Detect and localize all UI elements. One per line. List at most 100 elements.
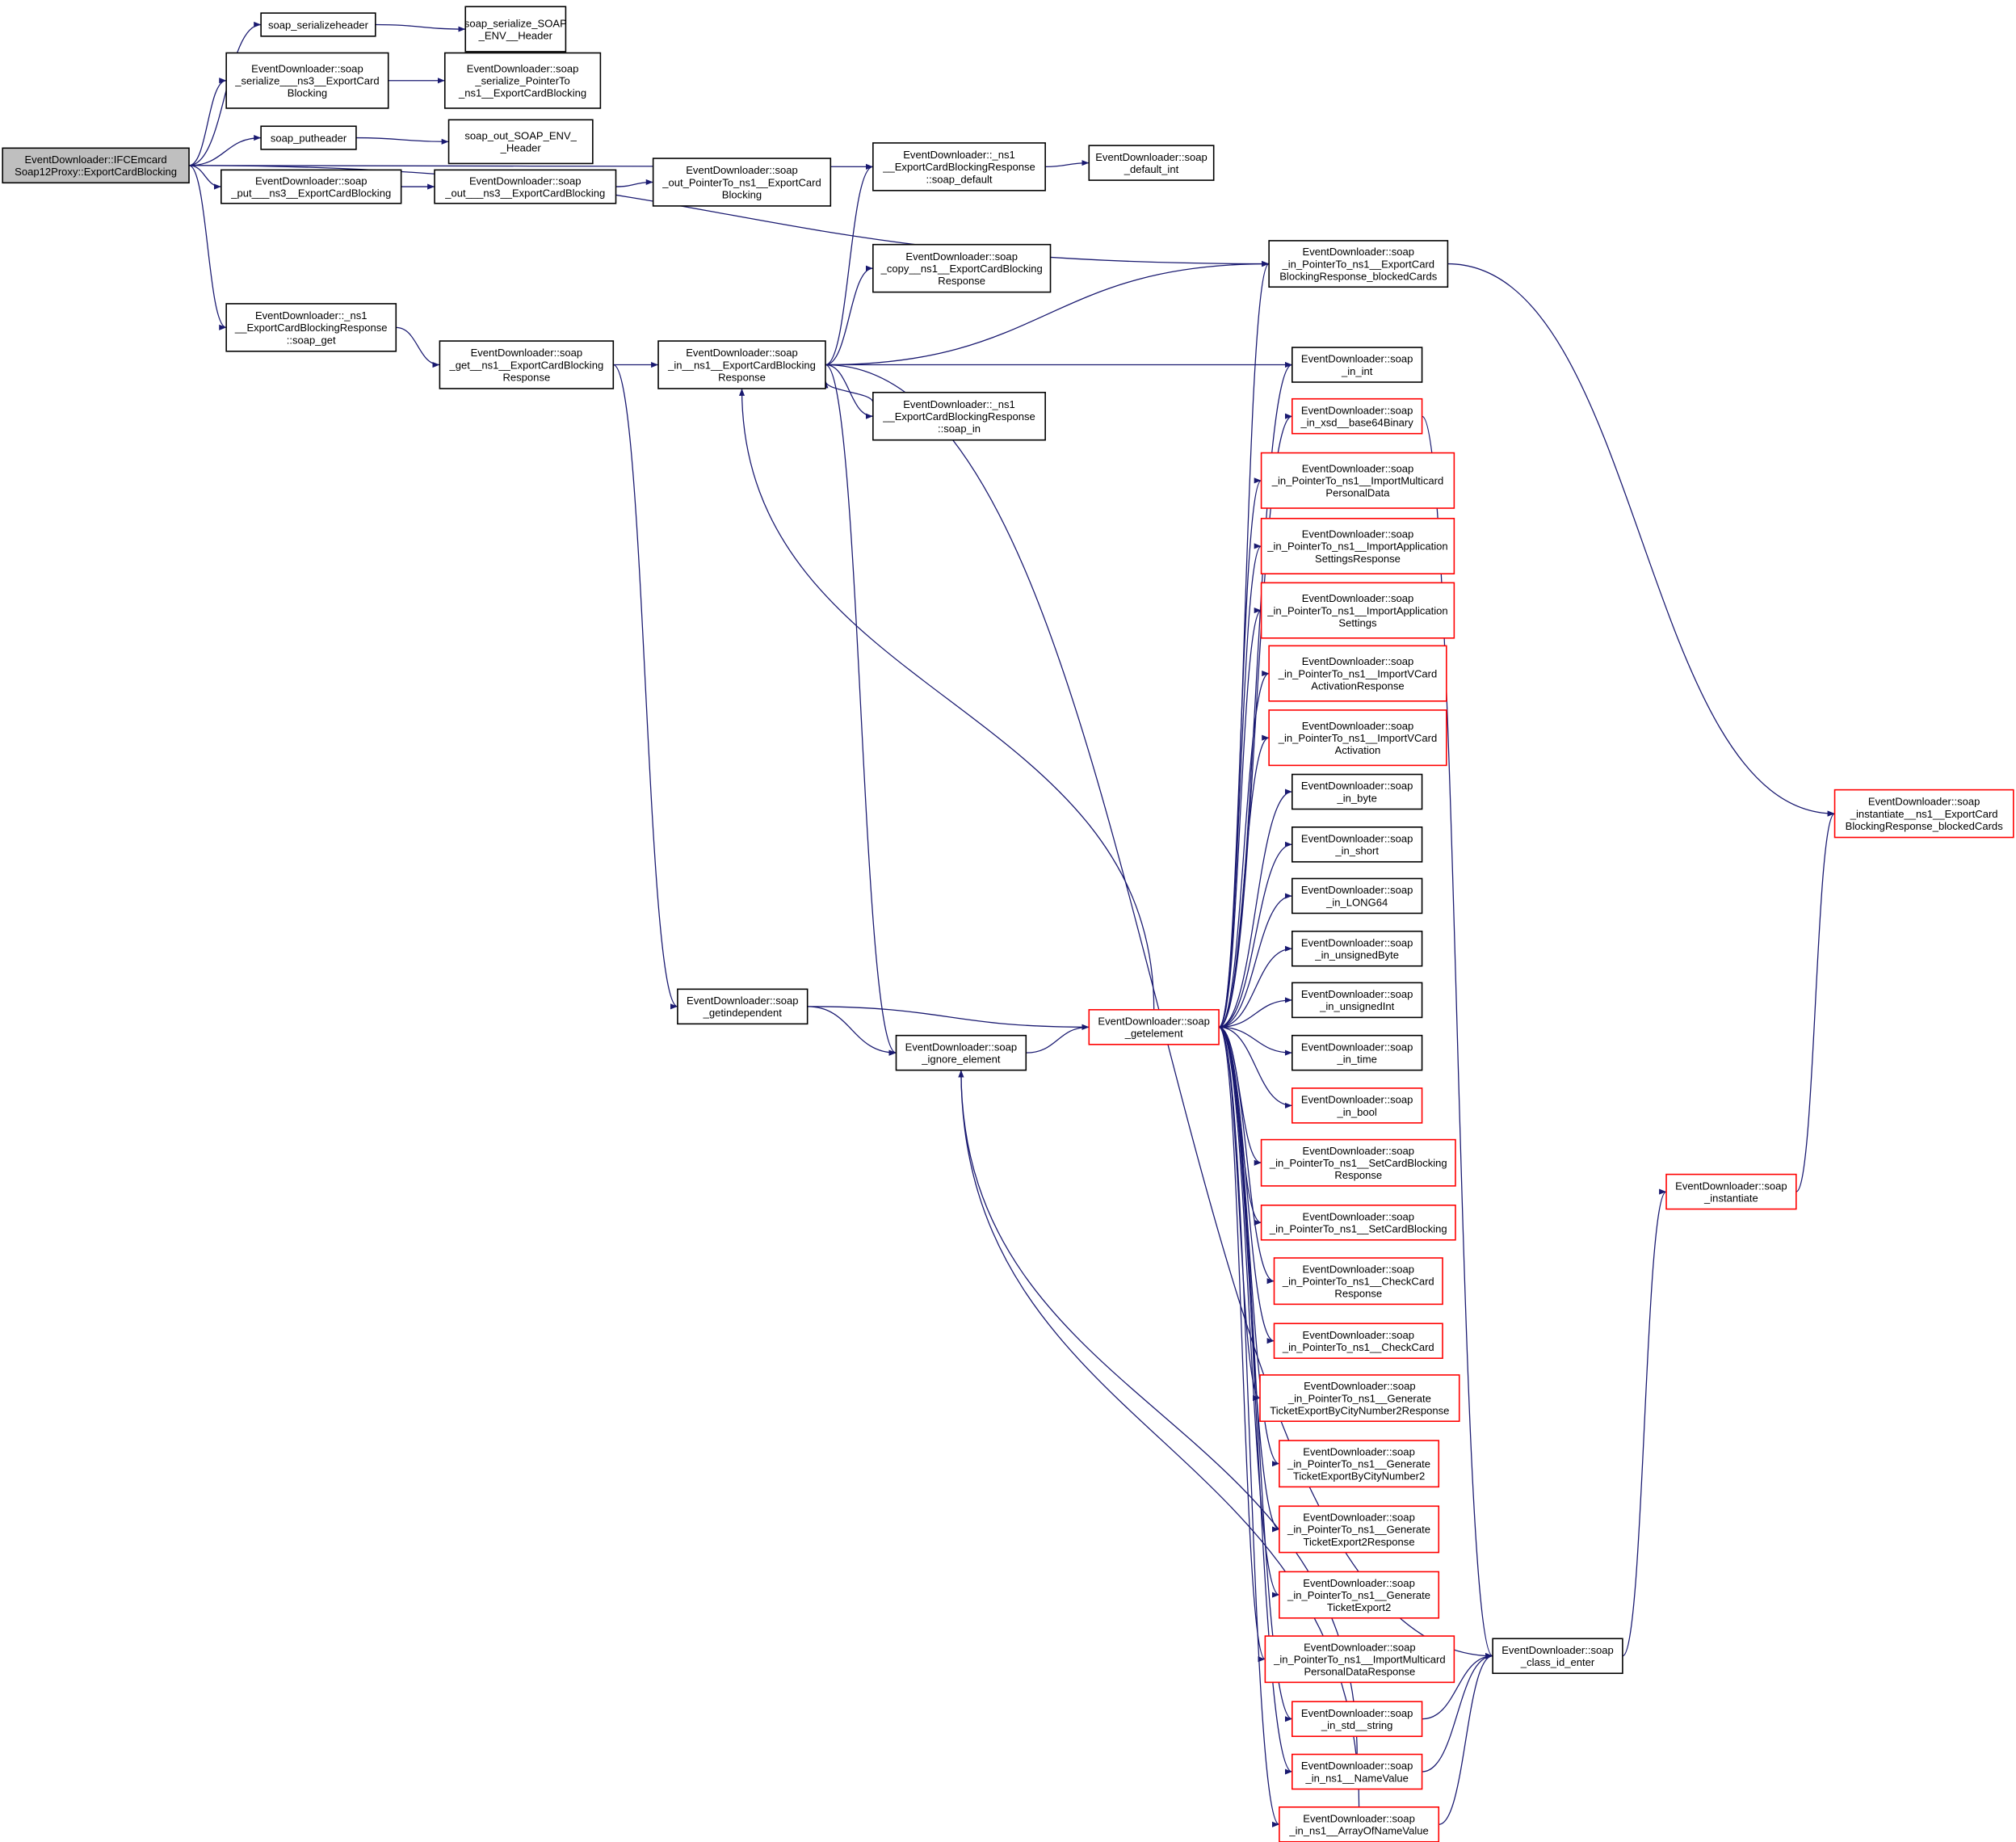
node-short[interactable]: EventDownloader::soap_in_short — [1292, 826, 1423, 863]
node-box — [1833, 789, 2014, 839]
node-NameValue[interactable]: EventDownloader::soap_in_ns1__NameValue — [1292, 1753, 1423, 1790]
edge-NameValue-to-classid — [1422, 1653, 1493, 1773]
node-label: EventDownloader::IFCEmcard — [24, 154, 166, 166]
node-label: EventDownloader::soap — [1303, 1812, 1415, 1824]
node-getNs1[interactable]: EventDownloader::soap_get__ns1__ExportCa… — [439, 340, 615, 389]
node-label: SettingsResponse — [1315, 553, 1401, 565]
node-outNs3[interactable]: EventDownloader::soap_out___ns3__ExportC… — [434, 169, 617, 204]
node-VCard[interactable]: EventDownloader::soap_in_PointerTo_ns1__… — [1268, 709, 1447, 767]
node-GenCity[interactable]: EventDownloader::soap_in_PointerTo_ns1__… — [1279, 1440, 1440, 1488]
node-label: _in_PointerTo_ns1__Generate — [1287, 1524, 1430, 1536]
node-defInt[interactable]: EventDownloader::soap_default_int — [1088, 145, 1215, 181]
node-getResp[interactable]: EventDownloader::_ns1__ExportCardBlockin… — [225, 303, 397, 352]
node-ImportMulti[interactable]: EventDownloader::soap_in_PointerTo_ns1__… — [1260, 452, 1455, 509]
node-classid[interactable]: EventDownloader::soap_class_id_enter — [1492, 1638, 1623, 1675]
edge-root-to-serNs3 — [188, 78, 227, 166]
edge-getindep-to-ignore — [807, 1006, 897, 1056]
node-label: PersonalData — [1325, 487, 1390, 499]
node-default[interactable]: EventDownloader::_ns1__ExportCardBlockin… — [872, 142, 1046, 191]
node-Gen2[interactable]: EventDownloader::soap_in_PointerTo_ns1__… — [1279, 1571, 1440, 1619]
node-label: _in_time — [1337, 1053, 1377, 1065]
node-VCardResp[interactable]: EventDownloader::soap_in_PointerTo_ns1__… — [1268, 645, 1447, 702]
node-label: Activation — [1335, 744, 1381, 756]
node-instBlocked[interactable]: EventDownloader::soap_instantiate__ns1__… — [1833, 789, 2014, 839]
node-Check[interactable]: EventDownloader::soap_in_PointerTo_ns1__… — [1273, 1323, 1443, 1360]
node-box — [657, 340, 826, 389]
node-serNs3[interactable]: EventDownloader::soap_serialize___ns3__E… — [225, 52, 389, 109]
node-box — [464, 6, 567, 53]
node-box — [1292, 930, 1423, 967]
node-label: _in_unsignedInt — [1319, 1000, 1395, 1012]
node-label: EventDownloader::_ns1 — [903, 398, 1015, 410]
edge-getelement-to-VCard — [1218, 734, 1270, 1028]
node-copy[interactable]: EventDownloader::soap_copy__ns1__ExportC… — [872, 243, 1052, 293]
node-CheckResp[interactable]: EventDownloader::soap_in_PointerTo_ns1__… — [1273, 1257, 1443, 1306]
node-LONG64[interactable]: EventDownloader::soap_in_LONG64 — [1292, 877, 1423, 915]
node-bool[interactable]: EventDownloader::soap_in_bool — [1292, 1087, 1423, 1124]
node-GenCityResp[interactable]: EventDownloader::soap_in_PointerTo_ns1__… — [1259, 1374, 1460, 1423]
node-serhdr[interactable]: soap_serializeheader — [260, 12, 376, 37]
node-stdstring[interactable]: EventDownloader::soap_in_std__string — [1292, 1701, 1423, 1738]
node-inNs1[interactable]: EventDownloader::soap_in__ns1__ExportCar… — [657, 340, 826, 389]
node-byte[interactable]: EventDownloader::soap_in_byte — [1292, 773, 1423, 810]
node-box — [895, 1034, 1027, 1071]
node-label: ::soap_default — [926, 173, 993, 185]
node-label: _in_PointerTo_ns1__ImportApplication — [1266, 604, 1447, 616]
node-label: EventDownloader::_ns1 — [255, 309, 368, 322]
edge-getelement-to-byte — [1218, 789, 1292, 1028]
node-getelement[interactable]: EventDownloader::soap_getelement — [1088, 1009, 1220, 1045]
node-inInt[interactable]: EventDownloader::soap_in_int — [1292, 347, 1423, 383]
node-ImportMultiResp[interactable]: EventDownloader::soap_in_PointerTo_ns1__… — [1264, 1635, 1455, 1684]
node-box — [1268, 240, 1449, 288]
node-label: EventDownloader::soap — [1302, 655, 1414, 667]
node-uint[interactable]: EventDownloader::soap_in_unsignedInt — [1292, 982, 1423, 1019]
node-box — [260, 12, 376, 37]
node-serSOAP[interactable]: soap_serialize_SOAP_ENV__Header — [464, 6, 567, 53]
node-label: Blocking — [722, 188, 762, 200]
node-getindep[interactable]: EventDownloader::soap_getindependent — [677, 988, 808, 1025]
node-label: _in_PointerTo_ns1__ImportVCard — [1278, 667, 1438, 679]
node-outPtr[interactable]: EventDownloader::soap_out_PointerTo_ns1_… — [652, 158, 832, 207]
node-box — [1292, 1701, 1423, 1738]
node-box — [1273, 1257, 1443, 1306]
node-label: EventDownloader::soap — [687, 995, 799, 1007]
node-base64[interactable]: EventDownloader::soap_in_xsd__base64Bina… — [1292, 397, 1423, 435]
node-label: _get__ns1__ExportCardBlocking — [448, 359, 603, 371]
node-Gen2Resp[interactable]: EventDownloader::soap_in_PointerTo_ns1__… — [1279, 1505, 1440, 1554]
node-box — [434, 169, 617, 204]
node-label: EventDownloader::soap — [1303, 246, 1415, 258]
node-ImportApp[interactable]: EventDownloader::soap_in_PointerTo_ns1__… — [1260, 582, 1455, 639]
node-label: Response — [718, 371, 766, 383]
node-instantiate[interactable]: EventDownloader::soap_instantiate — [1665, 1173, 1797, 1210]
node-ArrayNV[interactable]: EventDownloader::soap_in_ns1__ArrayOfNam… — [1279, 1806, 1440, 1842]
edge-root-to-getResp — [188, 165, 227, 330]
node-label: _in_xsd__base64Binary — [1300, 417, 1414, 429]
node-putNs3[interactable]: EventDownloader::soap_put___ns3__ExportC… — [220, 169, 402, 204]
edge-stdstring-to-classid — [1422, 1653, 1493, 1720]
node-blocked[interactable]: EventDownloader::soap_in_PointerTo_ns1__… — [1268, 240, 1449, 288]
node-ImportAppResp[interactable]: EventDownloader::soap_in_PointerTo_ns1__… — [1260, 517, 1455, 574]
node-label: TicketExportByCityNumber2 — [1293, 1470, 1425, 1482]
node-ubyte[interactable]: EventDownloader::soap_in_unsignedByte — [1292, 930, 1423, 967]
node-box — [1260, 1205, 1456, 1241]
node-root[interactable]: EventDownloader::IFCEmcardSoap12Proxy::E… — [2, 147, 190, 184]
edge-getelement-to-ImportApp — [1218, 608, 1262, 1028]
node-ignore[interactable]: EventDownloader::soap_ignore_element — [895, 1034, 1027, 1071]
node-label: EventDownloader::soap — [1301, 353, 1413, 365]
node-label: _out_PointerTo_ns1__ExportCard — [662, 176, 821, 188]
edge-getelement-to-NameValue — [1218, 1026, 1293, 1775]
node-label: soap_serializeheader — [268, 19, 369, 31]
node-label: _in__ns1__ExportCardBlocking — [667, 359, 816, 371]
node-soapIn[interactable]: EventDownloader::_ns1__ExportCardBlockin… — [872, 391, 1046, 441]
node-serPtr[interactable]: EventDownloader::soap_serialize_PointerT… — [443, 52, 602, 109]
node-SetResp[interactable]: EventDownloader::soap_in_PointerTo_ns1__… — [1260, 1138, 1456, 1187]
node-puthdr[interactable]: soap_putheader — [260, 125, 357, 150]
node-time[interactable]: EventDownloader::soap_in_time — [1292, 1034, 1423, 1071]
node-label: EventDownloader::soap — [1868, 796, 1980, 808]
node-label: Settings — [1338, 616, 1377, 629]
node-Set[interactable]: EventDownloader::soap_in_PointerTo_ns1__… — [1260, 1205, 1456, 1241]
node-outSOAP[interactable]: soap_out_SOAP_ENV__Header — [447, 119, 594, 165]
node-label: _in_PointerTo_ns1__SetCardBlocking — [1269, 1223, 1447, 1235]
node-box — [1292, 1034, 1423, 1071]
